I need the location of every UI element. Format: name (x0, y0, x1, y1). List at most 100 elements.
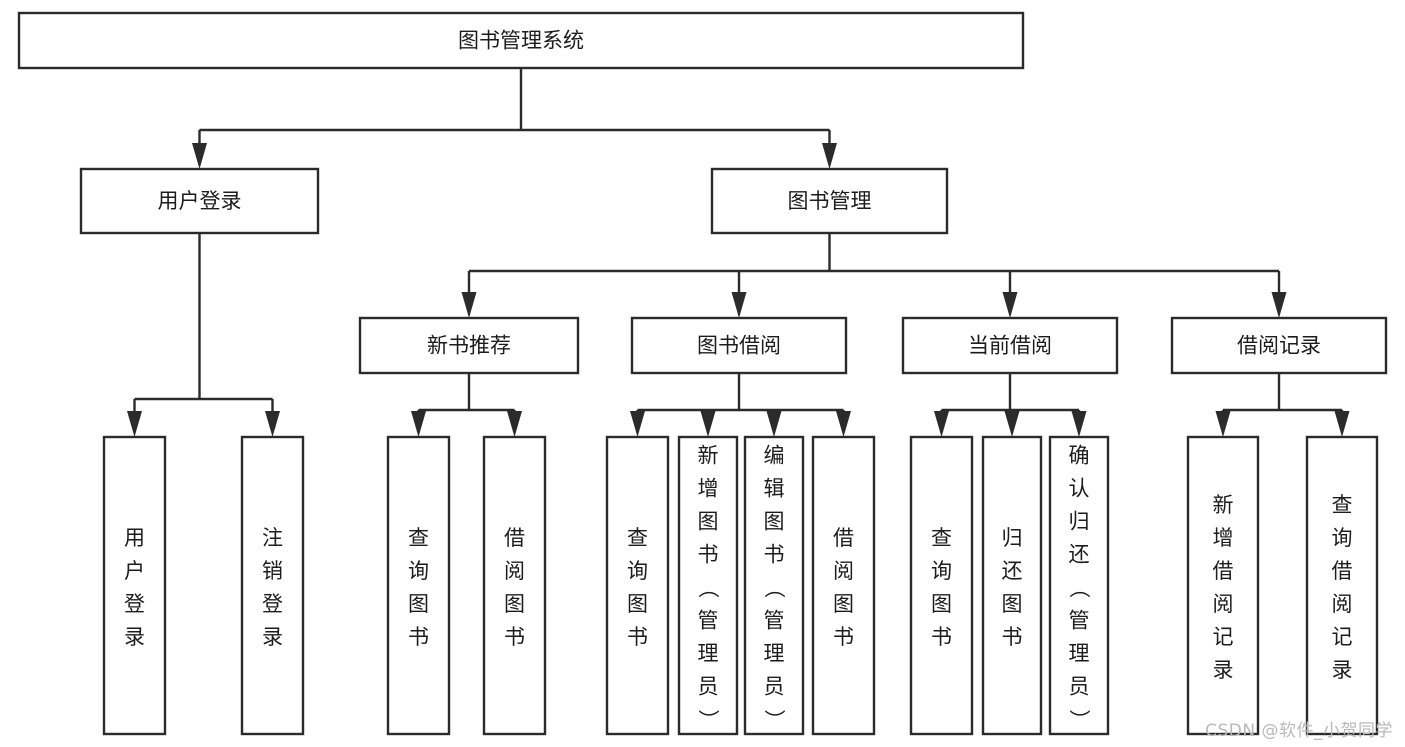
edge-arrowhead-icon (461, 292, 477, 318)
node-label-char: 增 (698, 477, 719, 501)
node-label-char: 阅 (1213, 592, 1234, 616)
node-label-char: （ (1067, 577, 1091, 598)
node-label-char: 用 (124, 526, 145, 550)
node-box (630, 316, 848, 375)
edge-arrowhead-icon (1215, 411, 1231, 437)
edge-arrowhead-icon (1334, 411, 1350, 437)
node-box (79, 167, 320, 235)
node-label-char: 新 (698, 444, 719, 468)
node-label-char: 登 (124, 592, 145, 616)
edge-arrowhead-icon (822, 143, 837, 169)
node-box (605, 435, 670, 736)
edge-arrowhead-icon (700, 411, 716, 437)
node-label-char: 录 (262, 625, 283, 649)
node-label-char: （ (696, 577, 720, 598)
node-label-char: 员 (764, 675, 785, 699)
node-label-char: 还 (1002, 559, 1023, 583)
node-root[interactable]: 图书管理系统 (17, 11, 1025, 70)
node-box (909, 435, 974, 736)
node-label: 借阅记录 (1237, 334, 1321, 358)
node-label-char: 记 (1332, 625, 1353, 649)
node-label-char: 理 (764, 642, 785, 666)
node-borrow-record[interactable]: 借阅记录 (1170, 316, 1388, 375)
node-user-login[interactable]: 用户登录 (79, 167, 320, 235)
node-label-char: 管 (764, 609, 785, 633)
node-label-char: 阅 (1332, 592, 1353, 616)
node-book-manage[interactable]: 图书管理 (710, 167, 949, 235)
edge-arrowhead-icon (192, 143, 207, 169)
node-label-char: 还 (1069, 543, 1090, 567)
node-label-char: 认 (1069, 477, 1090, 501)
node-book-borrow[interactable]: 图书借阅 (630, 316, 848, 375)
node-label-char: ） (696, 709, 720, 730)
node-label-char: 录 (1332, 658, 1353, 682)
node-label-char: 销 (262, 559, 283, 583)
edge-arrowhead-icon (507, 411, 522, 437)
edges-layer (127, 68, 1350, 437)
node-box (710, 167, 949, 235)
node-label-char: 员 (1069, 675, 1090, 699)
node-box (743, 435, 805, 736)
nodes-layer: 图书管理系统用户登录图书管理新书推荐图书借阅当前借阅借阅记录用户登录注销登录查询… (17, 11, 1388, 736)
node-current-borrow[interactable]: 当前借阅 (901, 316, 1119, 375)
node-label: 图书管理 (788, 189, 872, 213)
node-label-char: 借 (504, 526, 525, 550)
node-box (901, 316, 1119, 375)
node-leaf-user-login[interactable]: 用户登录 (102, 435, 167, 736)
node-label-char: 登 (262, 592, 283, 616)
node-label-char: 阅 (504, 559, 525, 583)
node-label: 图书借阅 (697, 334, 781, 358)
node-label-char: 询 (408, 559, 429, 583)
edge-arrowhead-icon (411, 411, 426, 437)
node-new-book-recommend[interactable]: 新书推荐 (358, 316, 580, 375)
node-label-char: 归 (1002, 526, 1023, 550)
node-label-char: 查 (627, 526, 648, 550)
node-label-char: 录 (1213, 658, 1234, 682)
edge-arrowhead-icon (1002, 292, 1018, 318)
node-label-char: 图 (698, 510, 719, 534)
edge-arrowhead-icon (731, 292, 747, 318)
node-box (811, 435, 876, 736)
node-box (1305, 435, 1379, 736)
node-box (358, 316, 580, 375)
node-label-char: 图 (764, 510, 785, 534)
node-label-char: 询 (931, 559, 952, 583)
edge-arrowhead-icon (836, 411, 851, 437)
node-label-char: 书 (764, 543, 785, 567)
node-label-char: 管 (698, 609, 719, 633)
edge-arrowhead-icon (1004, 411, 1020, 437)
node-label: 当前借阅 (968, 334, 1052, 358)
node-label-char: 注 (262, 526, 283, 550)
node-label-char: 录 (124, 625, 145, 649)
node-label-char: 图 (408, 592, 429, 616)
node-label-char: 辑 (764, 477, 785, 501)
edge-arrowhead-icon (1071, 411, 1087, 437)
node-label-char: 确 (1069, 444, 1090, 468)
node-label-char: 图 (931, 592, 952, 616)
node-label: 图书管理系统 (458, 29, 584, 53)
edge-arrowhead-icon (265, 411, 280, 437)
node-label-char: 管 (1069, 609, 1090, 633)
node-box (482, 435, 547, 736)
node-label-char: ） (762, 709, 786, 730)
node-label-char: 书 (408, 625, 429, 649)
node-label-char: 户 (124, 559, 145, 583)
node-label-char: 编 (764, 444, 785, 468)
node-box (386, 435, 451, 736)
node-label-char: （ (762, 577, 786, 598)
node-box (102, 435, 167, 736)
